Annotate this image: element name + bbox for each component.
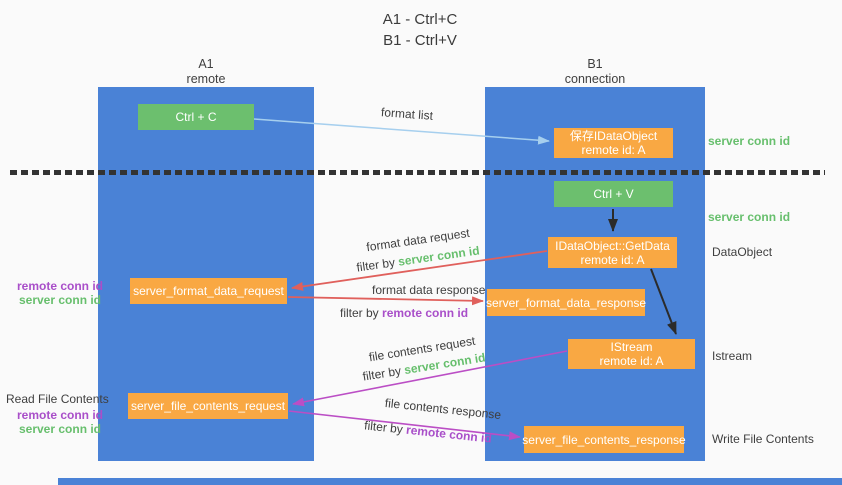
label-read-file-contents: Read File Contents <box>6 392 109 406</box>
diagram-title: A1 - Ctrl+C B1 - Ctrl+V <box>300 9 540 51</box>
label-istream-side: Istream <box>712 349 753 363</box>
node-istream-line1: IStream <box>610 340 653 354</box>
lane-b1-name: B1 <box>587 57 603 71</box>
left-server-conn-id-bottom: server conn id <box>18 422 102 436</box>
node-file-response-label: server_file_contents_response <box>522 432 686 447</box>
lane-a1-name: A1 <box>198 57 214 71</box>
node-server-file-contents-request: server_file_contents_request <box>128 393 288 419</box>
lane-header-b1: B1 connection <box>485 57 705 87</box>
node-server-file-contents-response: server_file_contents_response <box>522 426 686 453</box>
filter-remote-conn-id-2: remote conn id <box>405 422 493 446</box>
filter-remote-conn-id-1: remote conn id <box>382 306 469 320</box>
bottom-window-edge-strip <box>58 478 842 485</box>
filter-by-text-3: filter by <box>361 363 403 384</box>
title-line-2: B1 - Ctrl+V <box>383 32 457 49</box>
filter-by-text-2: filter by <box>340 306 379 320</box>
node-ctrl-v-label: Ctrl + V <box>593 187 634 201</box>
node-getdata-line1: IDataObject::GetData <box>555 238 670 253</box>
label-format-data-response: format data response <box>372 283 486 297</box>
left-remote-conn-id-bottom: remote conn id <box>16 408 103 422</box>
filter-by-text-1: filter by <box>355 255 396 275</box>
dotted-separator-line <box>10 170 825 175</box>
node-ctrl-c-label: Ctrl + C <box>175 110 217 124</box>
node-save-idataobject: 保存IDataObject remote id: A <box>554 128 673 158</box>
label-filter-by-remote-conn-1: filter by remote conn id <box>340 306 468 320</box>
left-server-conn-id-top: server conn id <box>18 293 102 307</box>
node-ctrl-c: Ctrl + C <box>138 104 254 130</box>
node-save-idataobject-line2: remote id: A <box>581 143 646 157</box>
title-line-1: A1 - Ctrl+C <box>382 11 458 28</box>
label-server-conn-id-top: server conn id <box>708 134 791 148</box>
node-file-request-label: server_file_contents_request <box>130 399 286 413</box>
lane-a1-subtitle: remote <box>186 72 226 86</box>
node-server-format-data-response: server_format_data_response <box>485 289 647 316</box>
label-dataobject: DataObject <box>712 245 773 259</box>
label-write-file-contents: Write File Contents <box>712 432 814 446</box>
label-format-list: format list <box>380 105 434 123</box>
node-ctrl-v: Ctrl + V <box>554 181 673 207</box>
label-left-conn-ids-top: remote conn id server conn id <box>10 279 110 307</box>
node-istream-line2: remote id: A <box>599 354 664 368</box>
node-format-response-label: server_format_data_response <box>485 295 647 310</box>
filter-by-text-4: filter by <box>363 418 404 437</box>
node-getdata-line2: remote id: A <box>580 252 645 267</box>
label-server-conn-id-mid: server conn id <box>708 210 791 224</box>
node-istream: IStream remote id: A <box>568 339 695 369</box>
label-left-conn-ids-bottom: remote conn id server conn id <box>10 408 110 436</box>
format-data-response-arrow <box>287 296 484 306</box>
node-server-format-data-request: server_format_data_request <box>130 278 287 304</box>
node-idataobject-getdata: IDataObject::GetData remote id: A <box>548 237 677 268</box>
node-save-idataobject-line1: 保存IDataObject <box>569 129 658 143</box>
node-format-request-label: server_format_data_request <box>133 284 284 298</box>
lane-header-a1: A1 remote <box>98 57 314 87</box>
left-remote-conn-id-top: remote conn id <box>16 279 103 293</box>
lane-b1-subtitle: connection <box>564 72 626 86</box>
